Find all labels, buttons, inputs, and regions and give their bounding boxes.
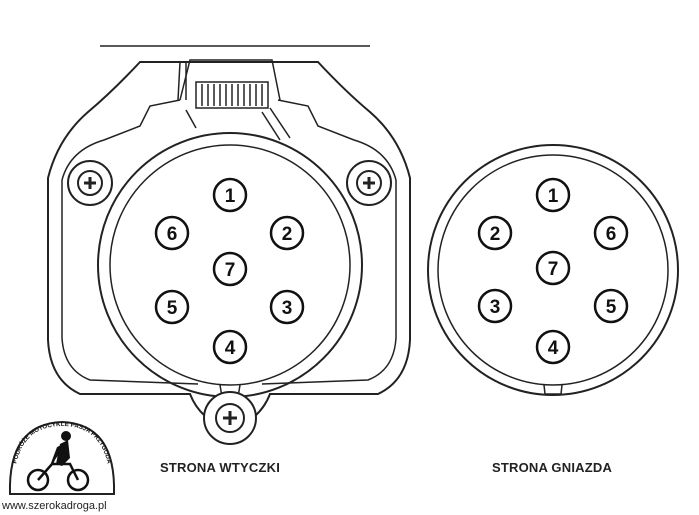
- socket-pin-label-3: 3: [490, 297, 501, 318]
- plug-pin-3: [269, 289, 305, 325]
- socket-side-caption: STRONA GNIAZDA: [492, 460, 613, 475]
- szerokadroga-logo: PODRÓŻE MOTOCYKLE PASJA PRZYGODA: [8, 421, 116, 495]
- plug-pin-label-1: 1: [225, 186, 236, 207]
- plug-pin-5: [154, 289, 190, 325]
- latch-grip: [201, 84, 263, 106]
- plug-pin-label-6: 6: [167, 224, 178, 245]
- plug-pin-1: [212, 177, 248, 213]
- plug-pin-label-4: 4: [225, 338, 236, 359]
- socket-pin-label-4: 4: [548, 338, 559, 359]
- socket-pin-label-6: 6: [606, 224, 617, 245]
- socket-pin-label-7: 7: [548, 259, 559, 280]
- socket-pin-label-1: 1: [548, 186, 559, 207]
- plug-pin-6: [154, 215, 190, 251]
- plug-pin-label-5: 5: [167, 298, 178, 319]
- screw-right: [346, 160, 392, 206]
- website-link[interactable]: www.szerokadroga.pl: [2, 500, 107, 512]
- plug-pin-label-2: 2: [282, 224, 293, 245]
- socket-face-outer: [427, 144, 679, 396]
- plug-side-caption: STRONA WTYCZKI: [160, 460, 281, 475]
- plug-pin-label-3: 3: [282, 298, 293, 319]
- rider-helmet-icon: [61, 431, 71, 441]
- socket-pins: [477, 177, 629, 365]
- rider-icon: [56, 440, 70, 466]
- socket-key-notch: [543, 384, 563, 395]
- plug-face-inner: [109, 144, 351, 386]
- plug-pins: [154, 177, 305, 365]
- socket-pin-label-2: 2: [490, 224, 501, 245]
- screw-left: [67, 160, 113, 206]
- plug-pin-label-7: 7: [225, 260, 236, 281]
- socket-pin-7: [535, 250, 571, 286]
- plug-housing: [47, 61, 411, 432]
- socket-pin-1: [535, 177, 571, 213]
- socket-pin-2: [477, 215, 513, 251]
- plug-pin-4: [212, 329, 248, 365]
- plug-connector: [47, 45, 411, 432]
- socket-face-inner: [437, 154, 669, 386]
- socket-pin-5: [593, 288, 629, 324]
- socket-pin-label-5: 5: [606, 297, 617, 318]
- plug-pin-2: [269, 215, 305, 251]
- plug-pin-7: [212, 251, 248, 287]
- socket-connector: [427, 144, 679, 396]
- socket-pin-3: [477, 288, 513, 324]
- socket-pin-4: [535, 329, 571, 365]
- screw-bottom: [203, 391, 257, 445]
- socket-pin-6: [593, 215, 629, 251]
